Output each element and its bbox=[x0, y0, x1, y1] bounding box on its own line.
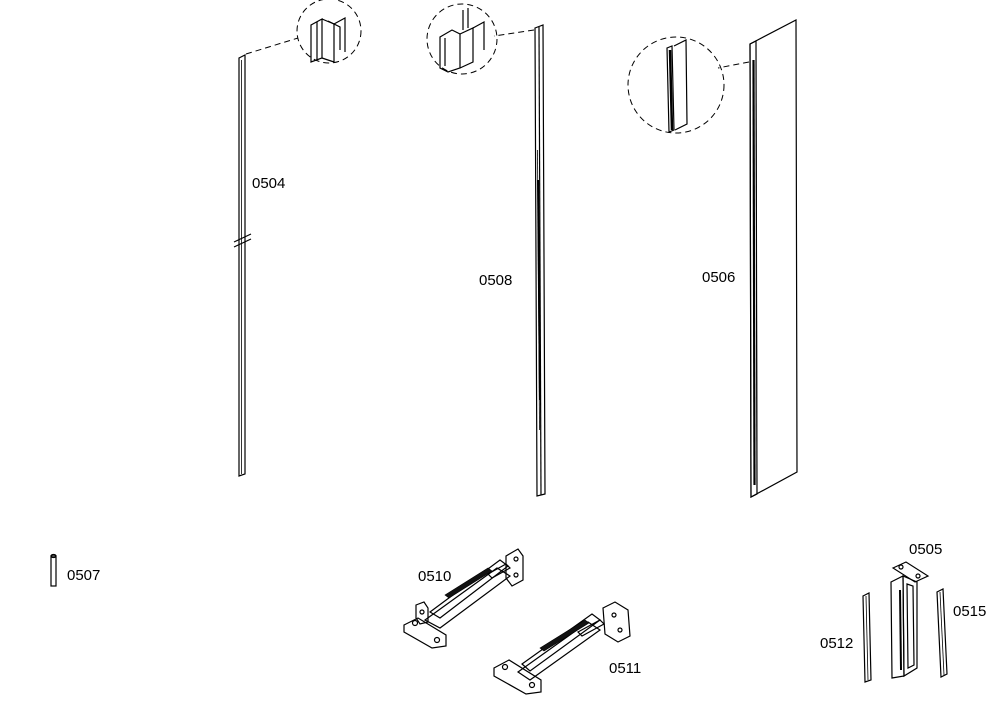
label-0507: 0507 bbox=[67, 567, 100, 584]
part-0506-detail-callout bbox=[627, 36, 750, 134]
part-0504-detail-callout bbox=[245, 0, 362, 64]
part-0512-strip bbox=[862, 592, 872, 683]
part-0515-strip bbox=[936, 588, 948, 678]
part-0508-strip bbox=[534, 24, 546, 497]
part-0507-pin bbox=[50, 553, 57, 587]
label-0505: 0505 bbox=[909, 541, 942, 558]
label-0504: 0504 bbox=[252, 175, 285, 192]
label-0510: 0510 bbox=[418, 568, 451, 585]
part-0506-panel bbox=[749, 19, 798, 499]
part-0505-assembly bbox=[890, 561, 930, 679]
part-0504-strip bbox=[233, 54, 252, 477]
label-0512: 0512 bbox=[820, 635, 853, 652]
label-0508: 0508 bbox=[479, 272, 512, 289]
part-0510-bracket bbox=[403, 548, 524, 649]
part-0508-detail-callout bbox=[426, 3, 535, 75]
label-0511: 0511 bbox=[609, 660, 641, 677]
label-0506: 0506 bbox=[702, 269, 735, 286]
label-0515: 0515 bbox=[953, 603, 986, 620]
part-0511-bracket bbox=[493, 601, 631, 695]
